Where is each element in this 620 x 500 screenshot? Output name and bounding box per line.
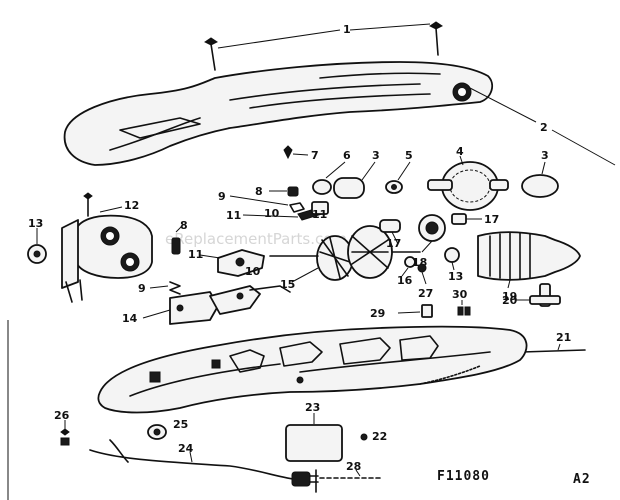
part-22-screw bbox=[360, 433, 368, 441]
part-24-cord bbox=[89, 439, 319, 487]
part-12-field-assembly bbox=[61, 192, 153, 303]
callout-10b: 10 bbox=[245, 265, 261, 278]
part-9-brush-spring bbox=[229, 195, 305, 213]
watermark: eReplacementParts.com bbox=[165, 230, 347, 248]
callout-4: 4 bbox=[456, 145, 464, 158]
part-5-ring bbox=[385, 161, 411, 194]
callout-3b: 3 bbox=[541, 149, 549, 162]
part-11-lower-brush bbox=[199, 249, 265, 277]
figure-code: F11080 bbox=[437, 469, 490, 484]
part-15-armature bbox=[269, 225, 421, 283]
callout-24: 24 bbox=[178, 442, 194, 455]
callout-10a: 10 bbox=[264, 207, 280, 220]
callout-11c: 11 bbox=[188, 248, 203, 261]
part-4-gear bbox=[427, 155, 509, 211]
callout-2: 2 bbox=[540, 121, 548, 134]
callout-20: 20 bbox=[502, 294, 518, 307]
callout-16: 16 bbox=[397, 274, 413, 287]
part-9-lower-spring bbox=[149, 281, 181, 295]
callout-14: 14 bbox=[122, 312, 138, 325]
part-20-chuck-key bbox=[516, 283, 561, 307]
part-26-screw bbox=[60, 420, 70, 446]
callout-9b: 9 bbox=[138, 282, 146, 295]
callout-17b: 17 bbox=[484, 213, 499, 226]
part-30-brush-pair bbox=[457, 300, 471, 316]
part-3-bearing bbox=[333, 161, 376, 199]
part-8-lower-pin bbox=[171, 225, 183, 255]
part-25-strain-relief bbox=[147, 424, 167, 440]
callout-17a: 17 bbox=[386, 237, 401, 250]
part-7 bbox=[283, 145, 309, 160]
part-18-bearing bbox=[418, 214, 446, 253]
part-11-brush bbox=[242, 201, 329, 221]
callout-22: 22 bbox=[372, 430, 387, 443]
callout-26: 26 bbox=[54, 409, 70, 422]
callout-29: 29 bbox=[370, 307, 385, 320]
callout-13a: 13 bbox=[28, 217, 43, 230]
part-17-bearing bbox=[379, 219, 401, 245]
part-16-spacer bbox=[401, 256, 416, 277]
part-28-screw-set bbox=[315, 469, 381, 493]
part-13-washer bbox=[444, 247, 460, 271]
callout-27: 27 bbox=[418, 287, 433, 300]
lower-housing bbox=[97, 325, 528, 414]
callout-1: 1 bbox=[343, 23, 351, 36]
part-29-brush bbox=[397, 304, 433, 318]
revision-code: A2 bbox=[573, 472, 591, 487]
part-13-bushing bbox=[27, 228, 47, 264]
callout-7: 7 bbox=[311, 149, 319, 162]
callout-15: 15 bbox=[280, 278, 295, 291]
callout-11b: 11 bbox=[312, 208, 327, 221]
part-27-screw bbox=[417, 263, 427, 285]
callout-25: 25 bbox=[173, 418, 188, 431]
callout-8a: 8 bbox=[255, 185, 263, 198]
part-21-rod bbox=[521, 343, 586, 353]
part-19-chuck bbox=[477, 231, 581, 289]
part-14-switch bbox=[142, 285, 291, 325]
callout-6: 6 bbox=[343, 149, 351, 162]
callout-3a: 3 bbox=[372, 149, 380, 162]
callout-19: 19 bbox=[502, 290, 517, 303]
callout-9a: 9 bbox=[218, 190, 226, 203]
part-1-screws bbox=[204, 21, 443, 71]
part-8-pin bbox=[269, 186, 299, 197]
callout-23: 23 bbox=[305, 401, 320, 414]
callout-21: 21 bbox=[556, 331, 571, 344]
part-2-upper-housing bbox=[63, 61, 616, 166]
callout-13b: 13 bbox=[448, 270, 463, 283]
callout-30: 30 bbox=[452, 288, 468, 301]
part-3-end-cap bbox=[521, 161, 559, 198]
part-23-nameplate bbox=[285, 413, 343, 462]
callout-11a: 11 bbox=[226, 209, 241, 222]
callout-12: 12 bbox=[124, 199, 139, 212]
part-6-washer bbox=[312, 161, 346, 195]
callout-28: 28 bbox=[346, 460, 361, 473]
part-17-clip bbox=[451, 213, 482, 225]
callout-5: 5 bbox=[405, 149, 413, 162]
callout-8b: 8 bbox=[180, 219, 188, 232]
